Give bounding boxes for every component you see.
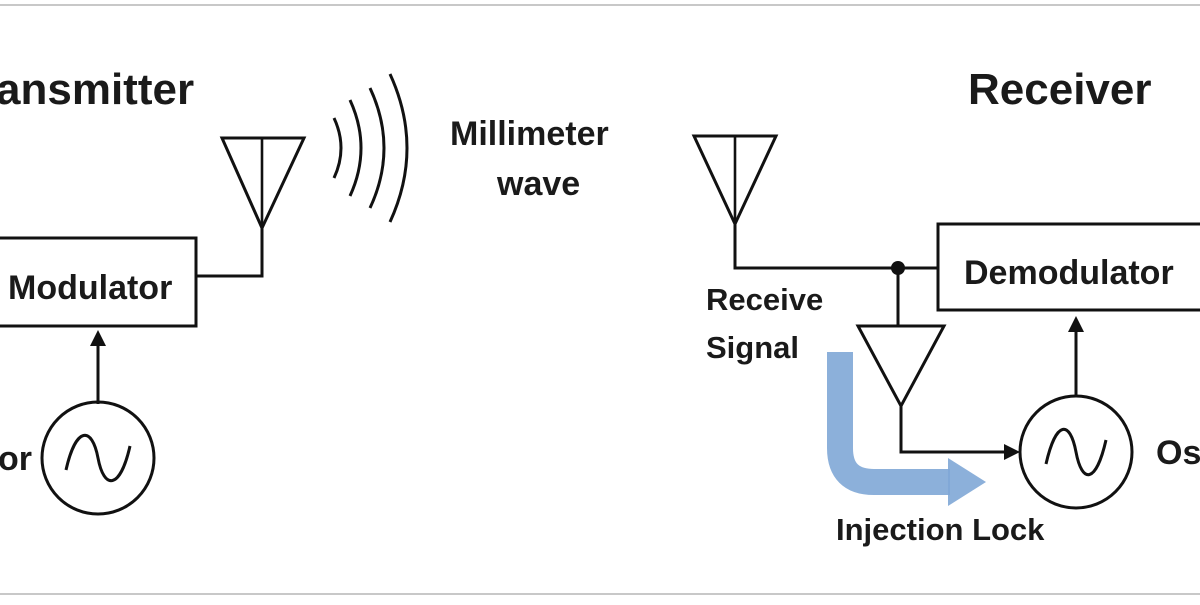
- tx-feed-line: [196, 228, 264, 278]
- transmit-antenna-icon: [219, 136, 307, 232]
- receiver-title: Receiver: [968, 65, 1151, 114]
- amp-to-oscillator-line: [899, 406, 1004, 454]
- injection-lock-arrow: [827, 352, 950, 495]
- millimeter-label: Millimeter: [450, 115, 609, 153]
- amp-to-oscillator-arrowhead: [1004, 444, 1020, 460]
- rx-oscillator-label: Os: [1156, 434, 1200, 472]
- amplifier-icon: [855, 324, 947, 410]
- signal-label: Signal: [706, 330, 799, 365]
- rx-signal-line: [733, 224, 938, 270]
- injection-lock-label: Injection Lock: [836, 512, 1045, 547]
- receive-label: Receive: [706, 282, 823, 317]
- wave-label: wave: [496, 165, 580, 203]
- receive-antenna-icon: [691, 134, 779, 228]
- demodulator-label: Demodulator: [964, 254, 1174, 292]
- rx-oscillator-icon: [1018, 394, 1134, 510]
- injection-lock-arrowhead: [948, 458, 986, 506]
- radio-waves-icon: [332, 73, 409, 223]
- modulator-box: [0, 236, 198, 328]
- tx-oscillator-icon: [40, 400, 156, 516]
- rx-oscillator-arrowhead: [1068, 316, 1084, 332]
- tx-oscillator-arrowhead: [90, 330, 106, 346]
- modulator-label: Modulator: [8, 269, 172, 307]
- demodulator-box: [936, 222, 1200, 312]
- transmitter-title: ansmitter: [0, 65, 194, 114]
- tx-oscillator-label: or: [0, 440, 32, 478]
